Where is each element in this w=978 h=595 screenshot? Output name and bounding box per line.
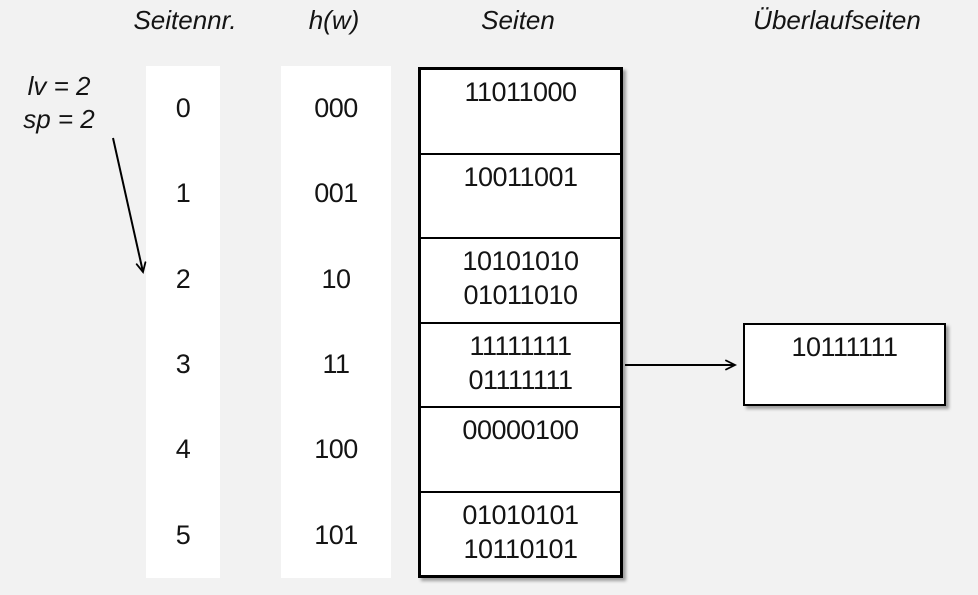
record-value-2-1: 01011010 [463, 280, 578, 310]
record-value-1-0: 10011001 [463, 161, 578, 192]
record-value-0-0: 11011000 [464, 77, 577, 107]
hash-value-5: 101 [314, 519, 358, 550]
page-number-4: 4 [175, 434, 191, 465]
page-number-0: 0 [175, 93, 191, 124]
page-number-5: 5 [175, 519, 191, 550]
record-value-4-0: 00000100 [462, 415, 579, 445]
record-value-3-0: 11111111 [469, 330, 572, 361]
column-header-overflow-pages: Überlaufseiten [753, 5, 921, 35]
split-pointer-arrow [112, 137, 147, 274]
page-bucket-4: 00000100 [421, 408, 620, 493]
column-header-hash-function: h(w) [308, 5, 360, 35]
hash-value-3: 11 [322, 349, 350, 380]
level-splitpointer-annotation: lv = 2 sp = 2 [16, 70, 102, 136]
annotation-split-pointer: sp = 2 [23, 104, 95, 134]
column-header-pages: Seiten [481, 5, 555, 35]
hash-value-column: 000 001 10 11 100 101 [281, 66, 391, 578]
record-value-5-0: 01010101 [462, 499, 579, 530]
page-bucket-2: 10101010 01011010 [421, 239, 620, 324]
pages-table: 11011000 10011001 10101010 01011010 11111111… [418, 67, 623, 578]
page-number-2: 2 [175, 263, 191, 294]
page-bucket-1: 10011001 [421, 155, 620, 239]
page-number-column: 0 1 2 3 4 5 [146, 66, 220, 578]
overflow-record-value: 10111111 [791, 332, 898, 362]
page-bucket-0: 11011000 [421, 70, 620, 155]
hash-value-1: 001 [314, 178, 358, 209]
column-header-page-number: Seitennr. [133, 5, 237, 35]
overflow-page-box: 10111111 [743, 323, 946, 406]
hash-value-4: 100 [314, 434, 358, 465]
page-number-1: 1 [175, 178, 191, 209]
record-value-2-0: 10101010 [462, 246, 579, 276]
hash-value-0: 000 [314, 93, 358, 124]
annotation-level: lv = 2 [27, 71, 91, 101]
record-value-3-1: 01111111 [468, 364, 573, 395]
record-value-5-1: 10110101 [463, 533, 578, 564]
hash-value-2: 10 [321, 263, 351, 294]
page-number-3: 3 [175, 349, 191, 380]
